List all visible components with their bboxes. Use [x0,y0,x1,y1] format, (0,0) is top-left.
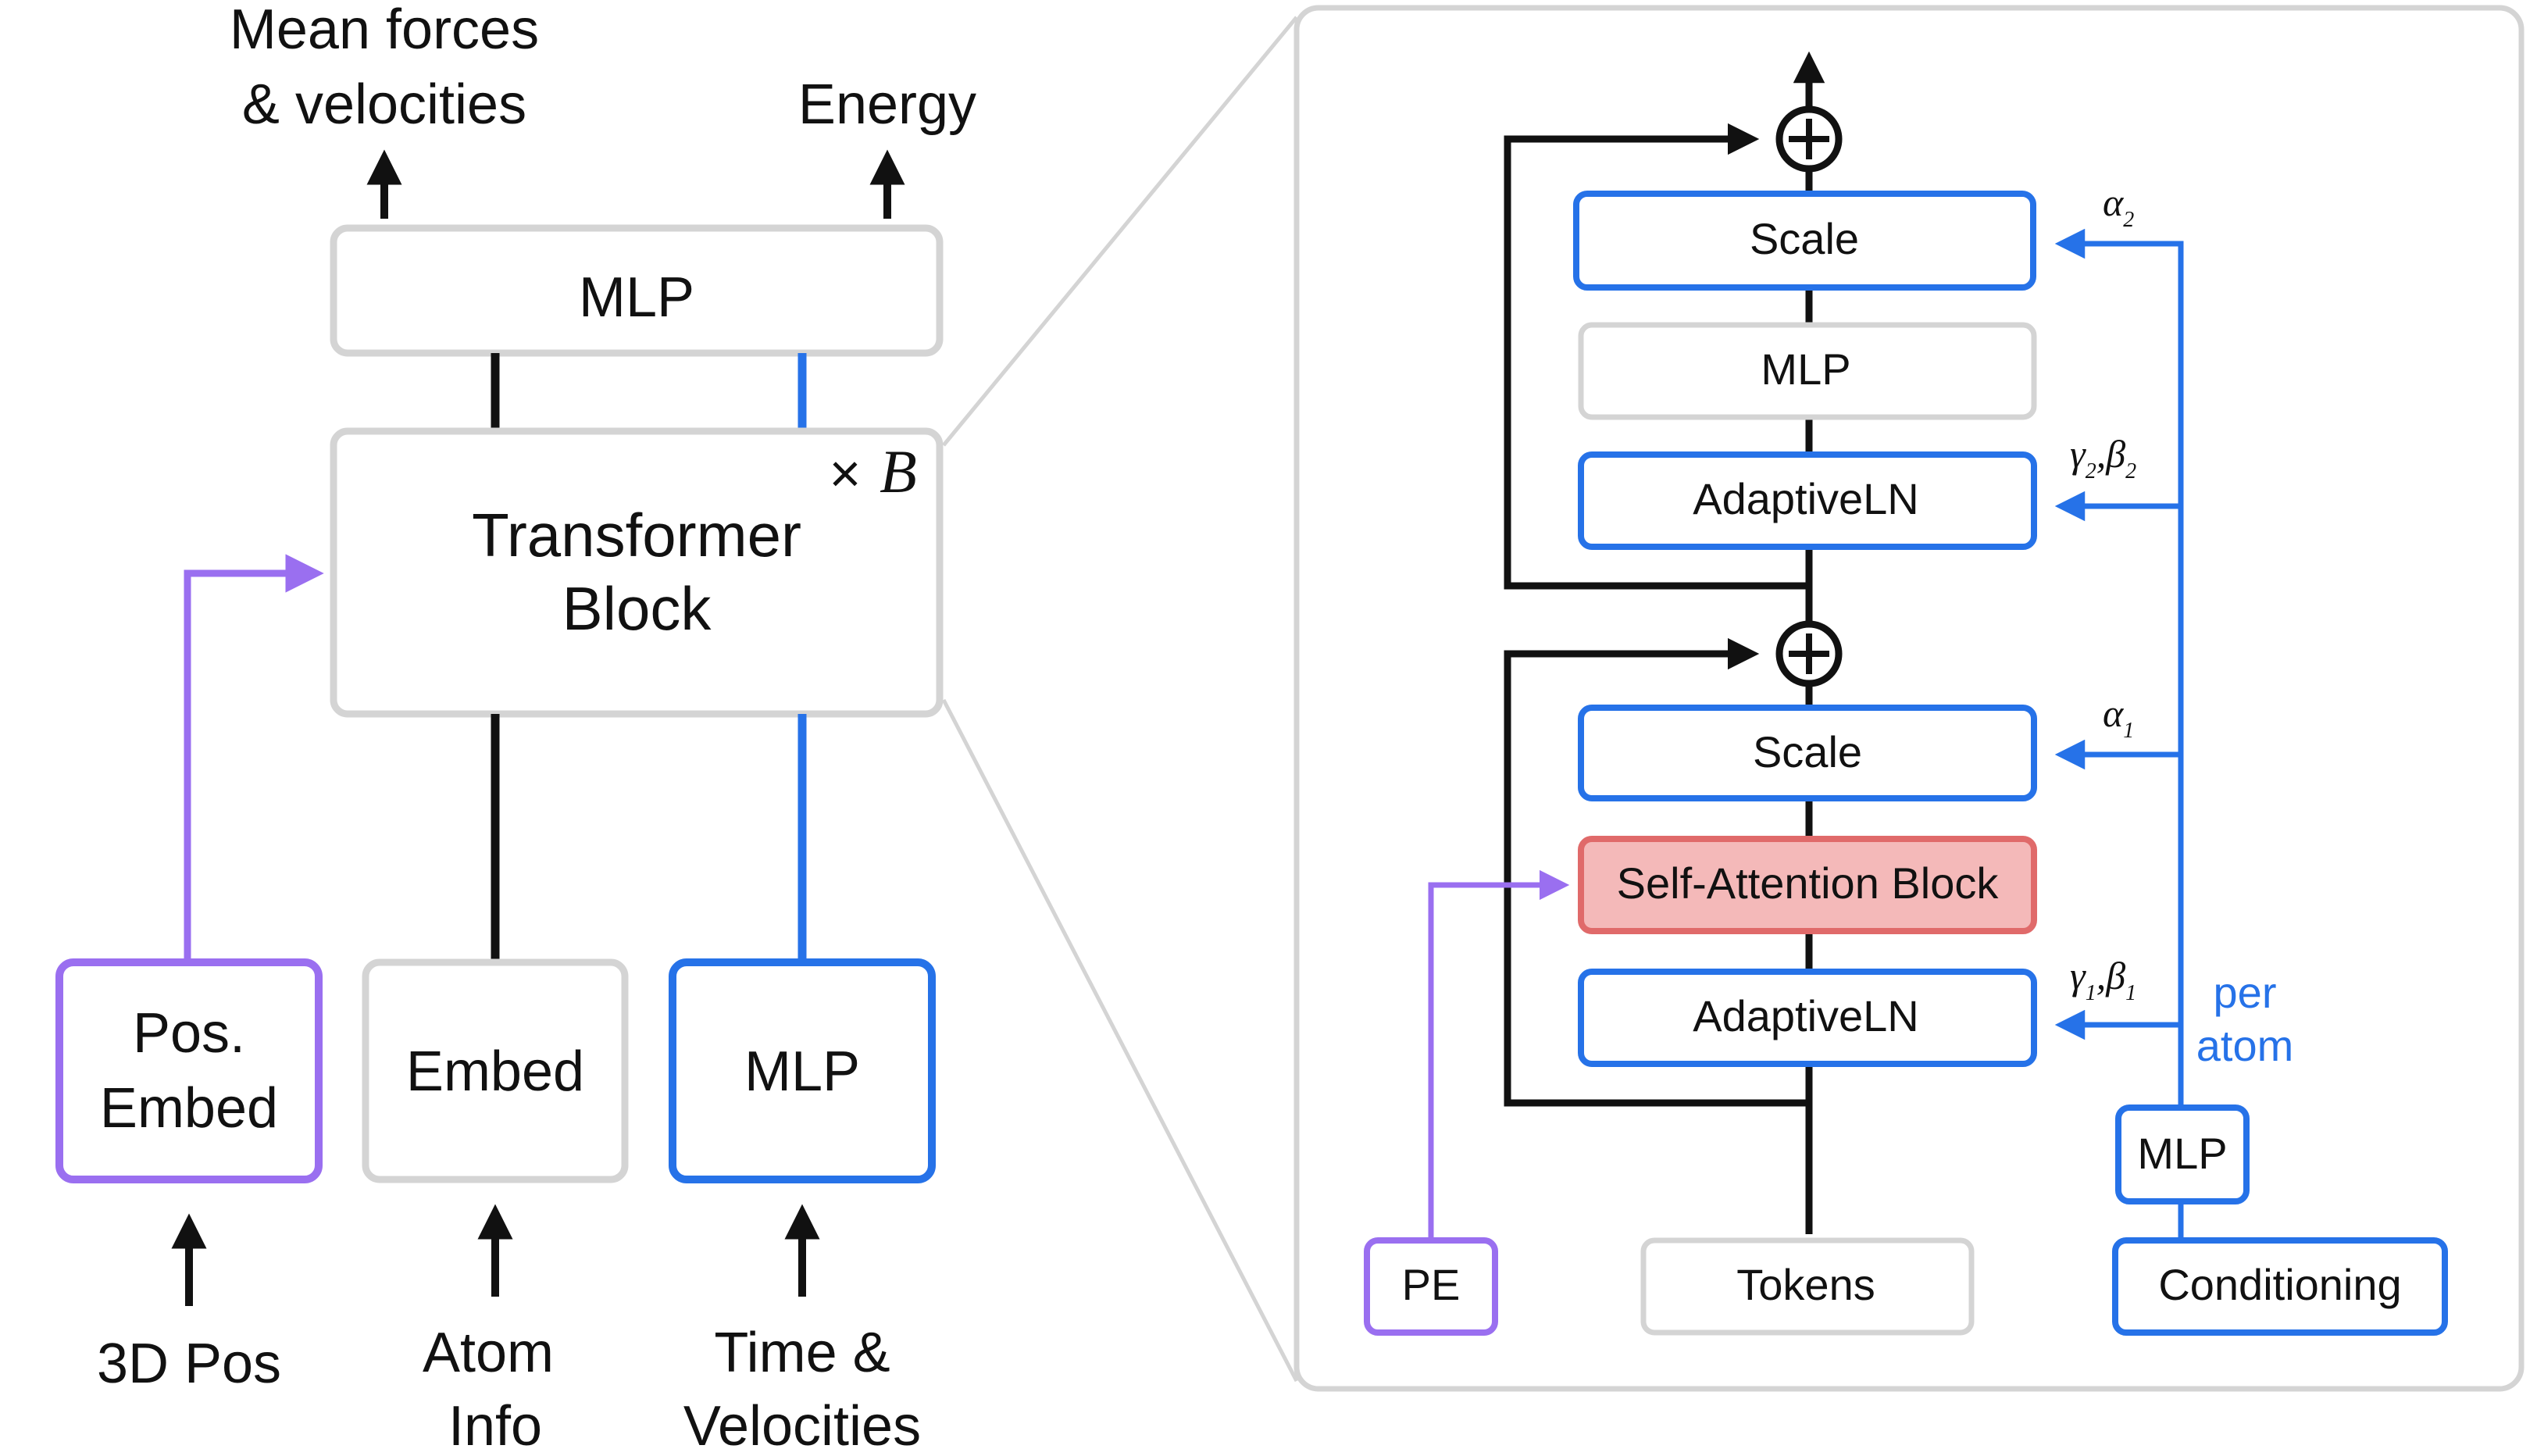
output-forces-label-line2: & velocities [242,73,526,136]
input-mlp-label: MLP [744,1040,860,1103]
input-mlp-box [669,958,936,1183]
tokens-label: Tokens [1736,1260,1875,1309]
embed-box [362,958,629,1183]
transformer-block-box [330,427,944,718]
per-atom-label-line1: per [2214,968,2277,1017]
input-time-velocities-label-line2: Velocities [683,1395,921,1456]
input-time-velocities-label-line1: Time & [714,1322,890,1384]
head-mlp-label: MLP [579,266,694,329]
alpha2-label: α2 [2103,180,2134,232]
adaptive-ln-top-box [1578,451,2037,550]
alpha1-label: α1 [2103,691,2134,743]
pos-embed-label-line1: Pos. [133,1002,245,1065]
repeat-count-symbol: B [880,437,917,505]
zoom-line-top [942,16,1298,447]
pos-embed-label-line2: Embed [100,1077,278,1140]
transformer-block-label-line2: Block [562,574,712,643]
conditioning-box [2112,1237,2448,1336]
transformer-block-label-line1: Transformer [472,501,801,569]
adaptive-ln-bottom-box [1578,969,2037,1067]
conditioning-label: Conditioning [2158,1260,2401,1309]
input-3d-pos-label: 3D Pos [97,1333,281,1395]
self-attention-label: Self-Attention Block [1617,858,2000,908]
scale-top-box [1573,191,2036,291]
output-forces-label-line1: Mean forces [230,0,539,61]
self-attention-box [1578,836,2037,934]
zoom-line-bottom [941,698,1299,1383]
gamma1-beta1-label: γ1,β1 [2070,954,2136,1005]
pe-label: PE [1402,1260,1461,1309]
positional-embedding-line [184,554,324,962]
input-atom-info-label-line2: Info [448,1395,542,1456]
residual-add-node-top [1775,105,1843,173]
residual-connection-1 [1504,637,1809,1107]
pos-embed-box [55,958,323,1183]
residual-add-node-bottom [1775,620,1843,687]
detail-panel: Scale MLP AdaptiveLN Scale Self-Attentio… [1293,5,2525,1392]
input-atom-info-label-line1: Atom [423,1322,554,1384]
repeat-times-symbol: × [830,443,862,504]
output-energy-label: Energy [798,73,976,136]
conditioning-mlp-label: MLP [2137,1129,2227,1178]
mlp-box [1578,322,2037,420]
pe-to-attention-line [1428,869,1570,1240]
head-mlp-box [330,224,944,357]
per-atom-label-line2: atom [2196,1021,2294,1070]
mlp-label: MLP [1761,344,1850,394]
residual-connection-2 [1504,123,1809,590]
embed-label: Embed [406,1040,584,1103]
scale-top-label: Scale [1750,214,1859,263]
gamma2-beta2-label: γ2,β2 [2070,432,2136,484]
adaptive-ln-bottom-label: AdaptiveLN [1693,991,1919,1040]
scale-bottom-label: Scale [1753,727,1862,776]
tokens-box [1640,1237,1975,1336]
overview-panel: Mean forces & velocities Energy MLP Tran… [55,0,976,1456]
scale-bottom-box [1578,705,2037,801]
adaptive-ln-top-label: AdaptiveLN [1693,474,1919,523]
